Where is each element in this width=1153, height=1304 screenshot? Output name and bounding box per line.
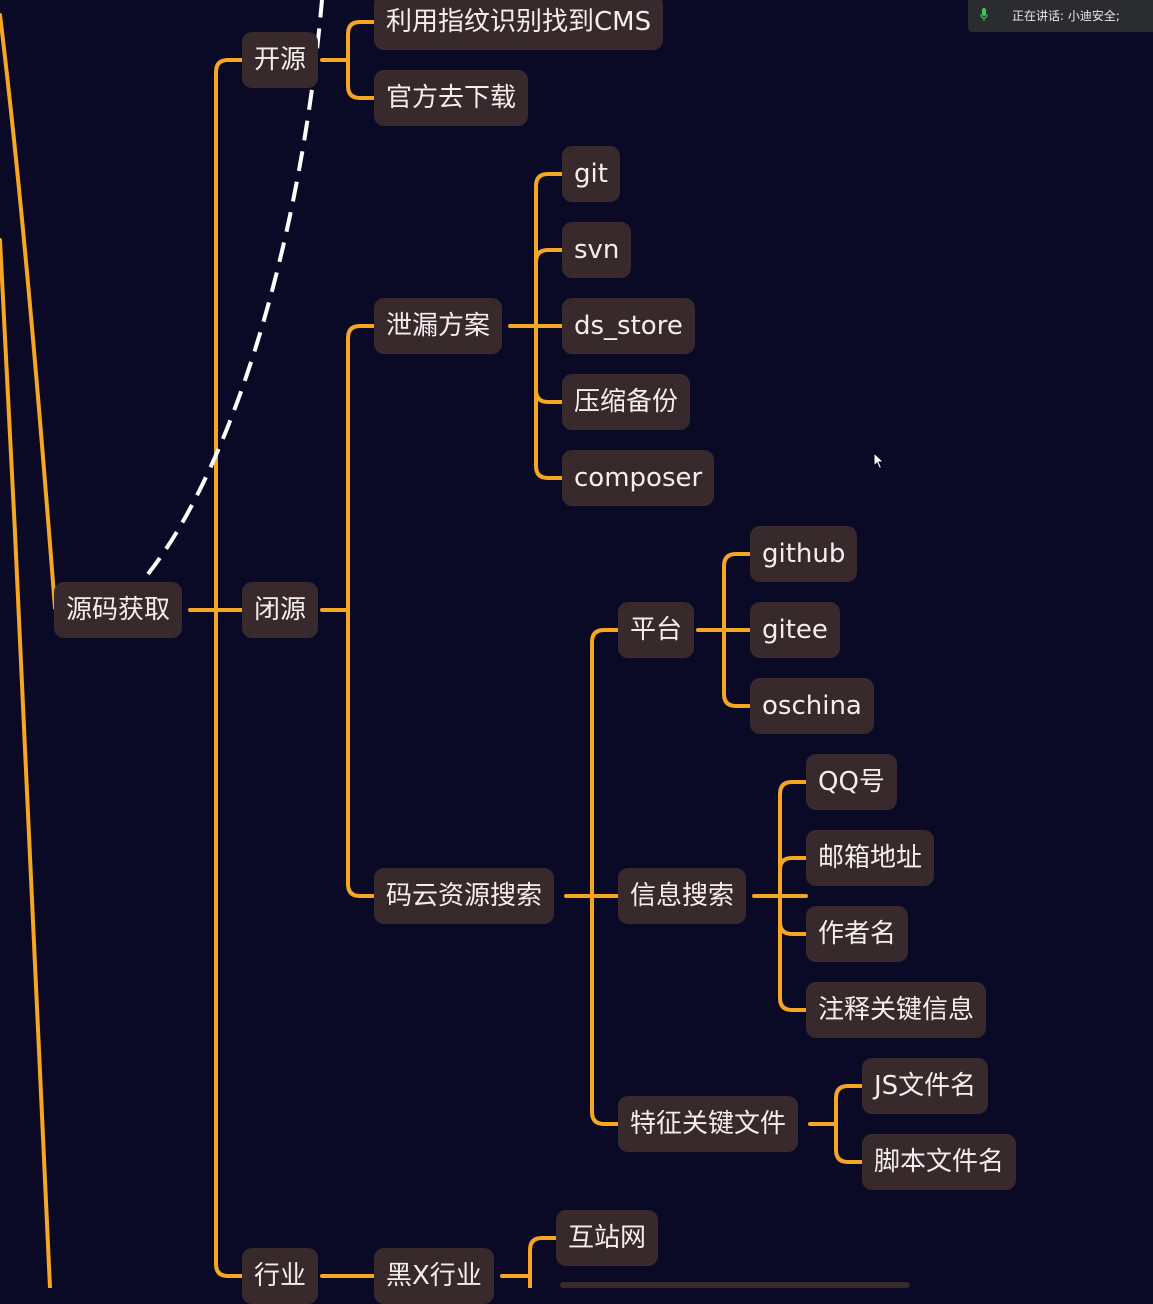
mouse-cursor-icon	[873, 452, 885, 470]
dashed-relation-line	[146, 0, 324, 576]
speaking-indicator: 正在讲话: 小迪安全;	[968, 0, 1153, 32]
node-leak-scheme[interactable]: 泄漏方案	[374, 298, 503, 354]
file-item-script-filename[interactable]: 脚本文件名	[862, 1134, 1017, 1190]
leak-item-archive-backup[interactable]: 压缩备份	[562, 374, 691, 430]
leak-item-git[interactable]: git	[562, 146, 620, 202]
branch-open-source[interactable]: 开源	[242, 32, 319, 88]
node-black-industry[interactable]: 黑X行业	[374, 1248, 494, 1304]
info-item-author[interactable]: 作者名	[806, 906, 909, 962]
branch-closed-source[interactable]: 闭源	[242, 582, 319, 638]
leak-item-composer[interactable]: composer	[562, 450, 715, 506]
info-item-comment-keywords[interactable]: 注释关键信息	[806, 982, 987, 1038]
platform-item-gitee[interactable]: gitee	[750, 602, 840, 658]
leak-item-svn[interactable]: svn	[562, 222, 632, 278]
node-official-download[interactable]: 官方去下载	[374, 70, 529, 126]
branch-industry[interactable]: 行业	[242, 1248, 319, 1304]
info-item-email[interactable]: 邮箱地址	[806, 830, 935, 886]
node-huzhan[interactable]: 互站网	[556, 1210, 659, 1266]
root-node[interactable]: 源码获取	[54, 582, 183, 638]
leak-item-ds-store[interactable]: ds_store	[562, 298, 695, 354]
speaking-text: 正在讲话: 小迪安全;	[1012, 9, 1120, 23]
clipped-node-edge	[560, 1282, 910, 1288]
file-item-js-filename[interactable]: JS文件名	[862, 1058, 989, 1114]
node-feature-files[interactable]: 特征关键文件	[618, 1096, 799, 1152]
microphone-icon	[980, 8, 988, 21]
node-info-search[interactable]: 信息搜索	[618, 868, 747, 924]
node-gitee-search[interactable]: 码云资源搜索	[374, 868, 555, 924]
node-platform[interactable]: 平台	[618, 602, 695, 658]
node-fingerprint-cms[interactable]: 利用指纹识别找到CMS	[374, 0, 664, 50]
platform-item-oschina[interactable]: oschina	[750, 678, 874, 734]
platform-item-github[interactable]: github	[750, 526, 858, 582]
info-item-qq[interactable]: QQ号	[806, 754, 897, 810]
